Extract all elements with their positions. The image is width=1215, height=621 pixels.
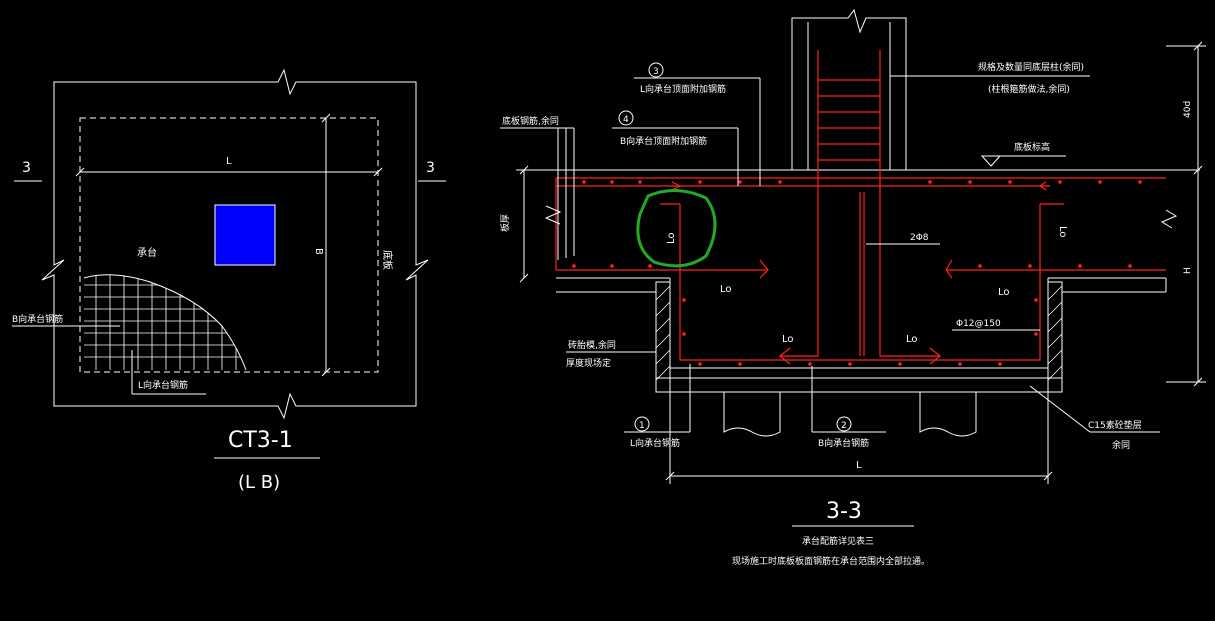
cap-outline <box>79 117 379 373</box>
callout-3-circle <box>648 62 664 78</box>
section-view: 底板钢筋,余同 板厚 3 L向承台顶面附加钢筋 4 B向承台顶面附加钢筋 规格及… <box>499 8 1206 567</box>
stirrup-label: 2Φ8 <box>910 233 929 243</box>
callout-3-text: L向承台顶面附加钢筋 <box>640 83 726 95</box>
section-mark-left: 3 <box>22 160 31 176</box>
section-title: 3-3 <box>826 499 862 524</box>
plan-title: CT3-1 <box>228 428 293 453</box>
col-note-2: (柱根箍筋做法,余同) <box>988 83 1070 95</box>
slab-bar-note: 底板钢筋,余同 <box>502 115 559 127</box>
slab-thk-label: 板厚 <box>499 214 511 232</box>
callout-4-circle <box>618 110 634 126</box>
lo-label-2: Lo <box>720 284 732 295</box>
cushion-layer <box>655 377 1063 393</box>
callout-2-num: 2 <box>841 421 847 431</box>
plan-dim-B: B <box>313 248 324 255</box>
pile-right <box>919 392 977 437</box>
section-note-1: 承台配筋详见表三 <box>802 535 874 547</box>
level-triangle <box>980 155 1002 167</box>
plan-subtitle: (L B) <box>238 472 280 493</box>
lo-label-5: Lo <box>998 287 1010 298</box>
bar-spec: Φ12@150 <box>956 319 1001 329</box>
highlight-circle <box>636 189 717 268</box>
callout-2-circle <box>836 416 852 432</box>
brick-mold-2: 厚度现场定 <box>566 357 611 369</box>
cap-label: 承台 <box>137 246 157 259</box>
slab-label: 底板 <box>381 250 394 270</box>
lo-label-4: Lo <box>906 334 918 345</box>
brick-mold-right <box>1047 281 1063 393</box>
l-bar-label: L向承台钢筋 <box>138 379 188 391</box>
callout-4-num: 4 <box>623 115 629 125</box>
plan-view: L B 3 3 承台 底板 <box>12 68 446 493</box>
callout-2-text: B向承台钢筋 <box>818 437 869 449</box>
plan-dim-L: L <box>226 156 232 167</box>
callout-4-text: B向承台顶面附加钢筋 <box>620 135 707 147</box>
brick-mold-left <box>655 281 671 393</box>
lo-label-1: Lo <box>666 232 677 244</box>
callout-1-text: L向承台钢筋 <box>630 437 680 449</box>
column-outline <box>791 8 907 170</box>
cushion-2: 余同 <box>1112 439 1130 451</box>
plan-outer-boundary <box>41 68 429 420</box>
callout-3-num: 3 <box>653 67 659 77</box>
rebar-dots <box>572 180 1142 366</box>
column-square <box>214 204 276 266</box>
rebar-grid <box>84 274 246 370</box>
cushion-1: C15素砼垫层 <box>1088 419 1142 431</box>
callout-1-circle <box>634 416 650 432</box>
dim-40d: 40d <box>1183 101 1193 118</box>
pile-left <box>723 392 781 437</box>
callout-1-num: 1 <box>639 421 645 431</box>
rebar-group <box>555 50 1166 365</box>
dim-H: H <box>1183 267 1193 274</box>
lo-label-6: Lo <box>1057 226 1068 238</box>
lo-label-3: Lo <box>782 334 794 345</box>
brick-mold-1: 砖胎模,余同 <box>568 339 616 351</box>
section-note-2: 现场施工时底板板面钢筋在承台范围内全部拉通。 <box>732 555 930 567</box>
b-bar-label: B向承台钢筋 <box>12 313 63 325</box>
section-mark-right: 3 <box>426 160 435 176</box>
slab-level: 底板标高 <box>1014 141 1050 153</box>
col-note-1: 规格及数量同底层柱(余同) <box>978 61 1084 73</box>
section-dim-L: L <box>856 460 862 471</box>
